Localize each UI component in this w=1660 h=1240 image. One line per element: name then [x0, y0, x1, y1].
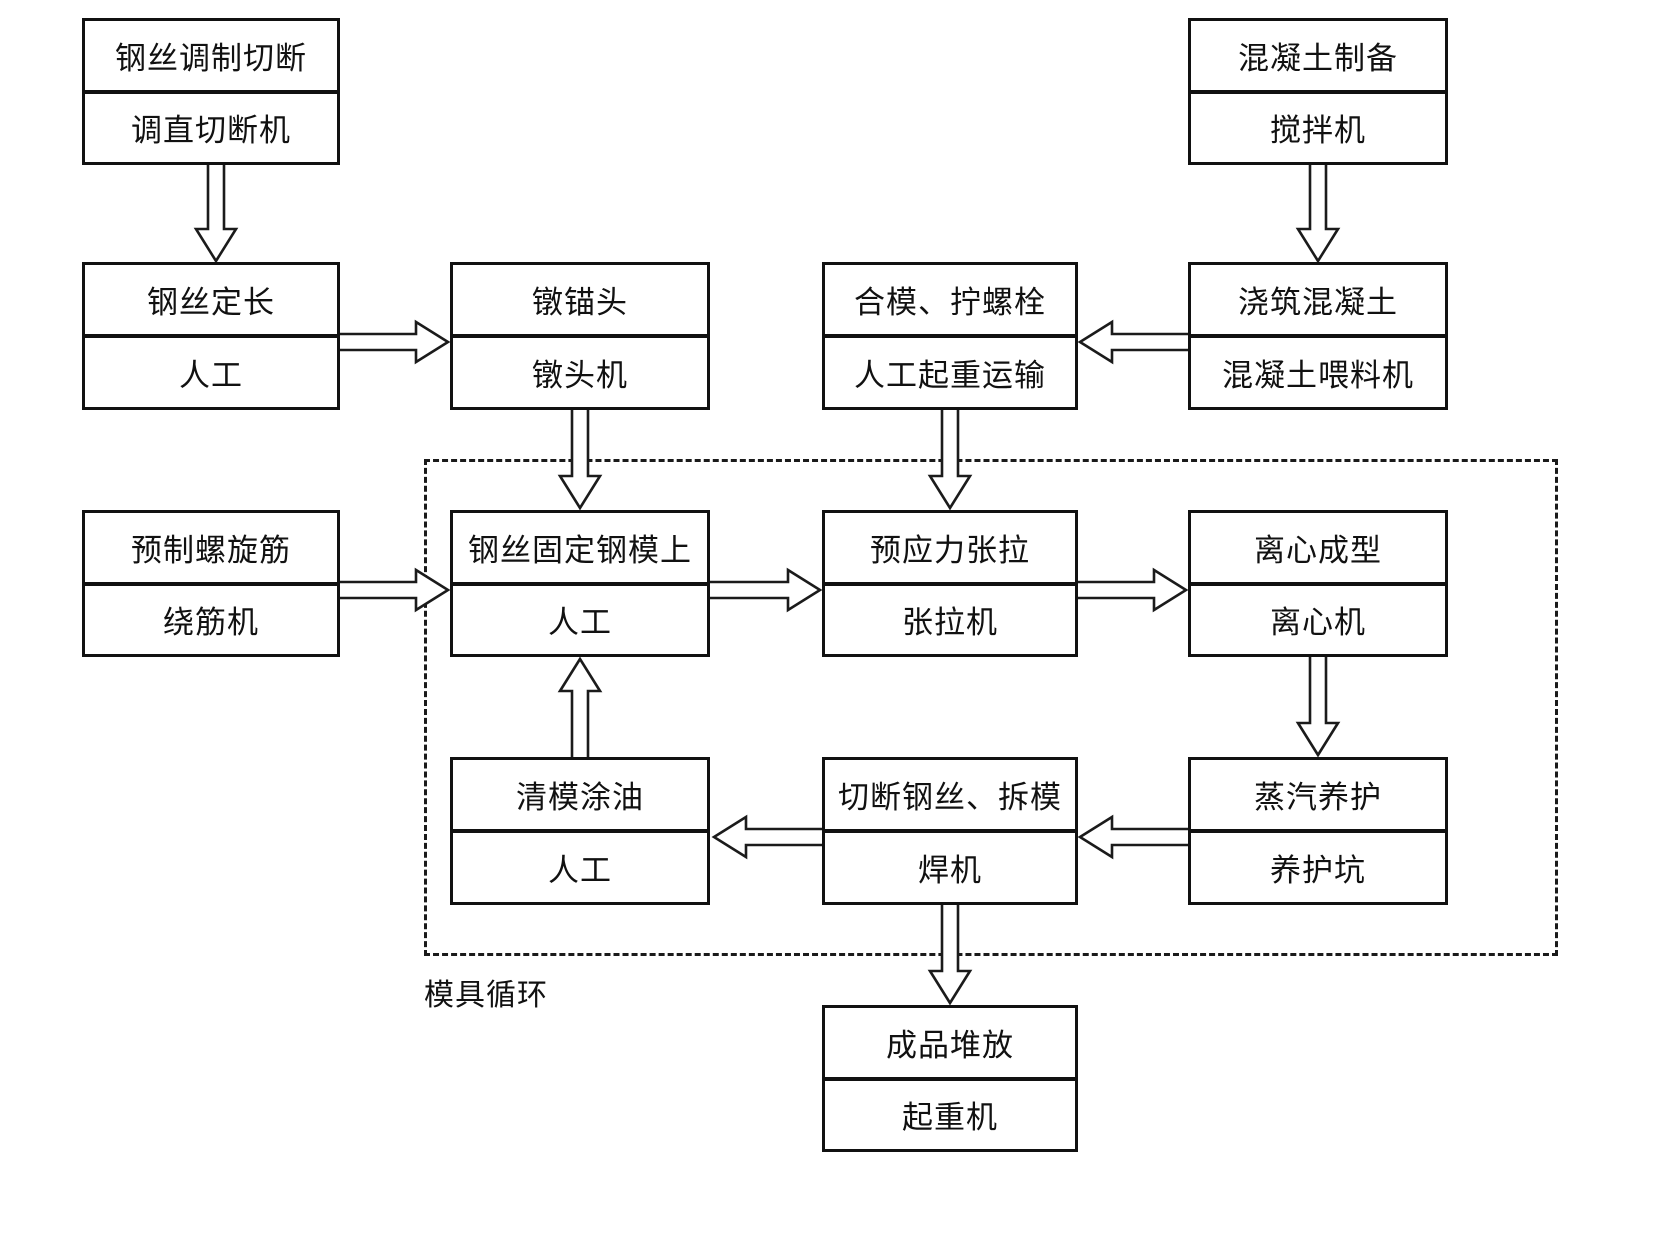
node-process-label: 镦锚头 [453, 265, 707, 338]
node-equipment-label: 起重机 [902, 1100, 998, 1136]
node-process-label: 成品堆放 [825, 1008, 1075, 1081]
node-wire-fix[interactable]: 钢丝固定钢模上 人工 [450, 510, 710, 657]
node-equipment-label: 镦头机 [532, 358, 628, 393]
node-equipment-label: 绕筋机 [163, 605, 259, 641]
arrow-wirefix-to-prestress [706, 560, 824, 620]
arrow-spiralbar-to-wirefix [336, 560, 452, 620]
arrow-pour-to-closemold [1076, 312, 1192, 372]
arrow-cutdemold-to-cleanmold [708, 807, 826, 867]
mold-cycle-label: 模具循环 [424, 979, 548, 1012]
node-process-label: 混凝土制备 [1191, 21, 1445, 94]
arrow-prestress-to-centrifugal [1074, 560, 1190, 620]
node-cut-demold[interactable]: 切断钢丝、拆模 焊机 [822, 757, 1078, 905]
mold-cycle-region [424, 459, 1558, 956]
node-equipment-label: 焊机 [918, 853, 982, 888]
node-centrifugal[interactable]: 离心成型 离心机 [1188, 510, 1448, 657]
node-wire-cut[interactable]: 钢丝调制切断 调直切断机 [82, 18, 340, 165]
node-equipment-label: 人工 [179, 358, 243, 393]
node-process-label: 钢丝调制切断 [85, 21, 337, 94]
node-process-label: 切断钢丝、拆模 [825, 760, 1075, 833]
arrow-wirecut-to-wirelength [186, 161, 246, 265]
arrow-cutdemold-to-stackproduct [920, 901, 980, 1007]
node-process-label: 浇筑混凝土 [1191, 265, 1445, 338]
node-equipment-label: 搅拌机 [1270, 113, 1366, 149]
node-process-label: 合模、拧螺栓 [825, 265, 1075, 338]
node-equipment-label: 养护坑 [1270, 853, 1366, 888]
node-equipment-label: 人工 [548, 605, 612, 641]
node-anchor-head[interactable]: 镦锚头 镦头机 [450, 262, 710, 410]
node-process-label: 预制螺旋筋 [85, 513, 337, 586]
node-pour-concrete[interactable]: 浇筑混凝土 混凝土喂料机 [1188, 262, 1448, 410]
node-stack-product[interactable]: 成品堆放 起重机 [822, 1005, 1078, 1152]
node-process-label: 预应力张拉 [825, 513, 1075, 586]
node-spiral-bar[interactable]: 预制螺旋筋 绕筋机 [82, 510, 340, 657]
arrow-closemold-to-prestress [920, 406, 980, 512]
arrow-centrifugal-to-steamcure [1288, 653, 1348, 759]
node-prestress[interactable]: 预应力张拉 张拉机 [822, 510, 1078, 657]
node-clean-mold[interactable]: 清模涂油 人工 [450, 757, 710, 905]
node-equipment-label: 离心机 [1270, 605, 1366, 641]
node-process-label: 离心成型 [1191, 513, 1445, 586]
node-equipment-label: 张拉机 [902, 605, 998, 641]
node-equipment-label: 人工 [548, 853, 612, 888]
node-wire-length[interactable]: 钢丝定长 人工 [82, 262, 340, 410]
node-close-mold[interactable]: 合模、拧螺栓 人工起重运输 [822, 262, 1078, 410]
node-steam-cure[interactable]: 蒸汽养护 养护坑 [1188, 757, 1448, 905]
arrow-concreteprep-to-pour [1288, 161, 1348, 265]
node-concrete-prep[interactable]: 混凝土制备 搅拌机 [1188, 18, 1448, 165]
node-equipment-label: 混凝土喂料机 [1222, 358, 1414, 393]
node-process-label: 清模涂油 [453, 760, 707, 833]
node-process-label: 钢丝定长 [85, 265, 337, 338]
arrow-wirelength-to-anchorhead [336, 312, 452, 372]
node-process-label: 蒸汽养护 [1191, 760, 1445, 833]
arrow-steamcure-to-cutdemold [1076, 807, 1192, 867]
arrow-anchorhead-to-wirefix [550, 406, 610, 512]
node-equipment-label: 人工起重运输 [854, 358, 1046, 393]
node-process-label: 钢丝固定钢模上 [453, 513, 707, 586]
node-equipment-label: 调直切断机 [131, 113, 291, 149]
arrow-cleanmold-to-wirefix [550, 655, 610, 761]
